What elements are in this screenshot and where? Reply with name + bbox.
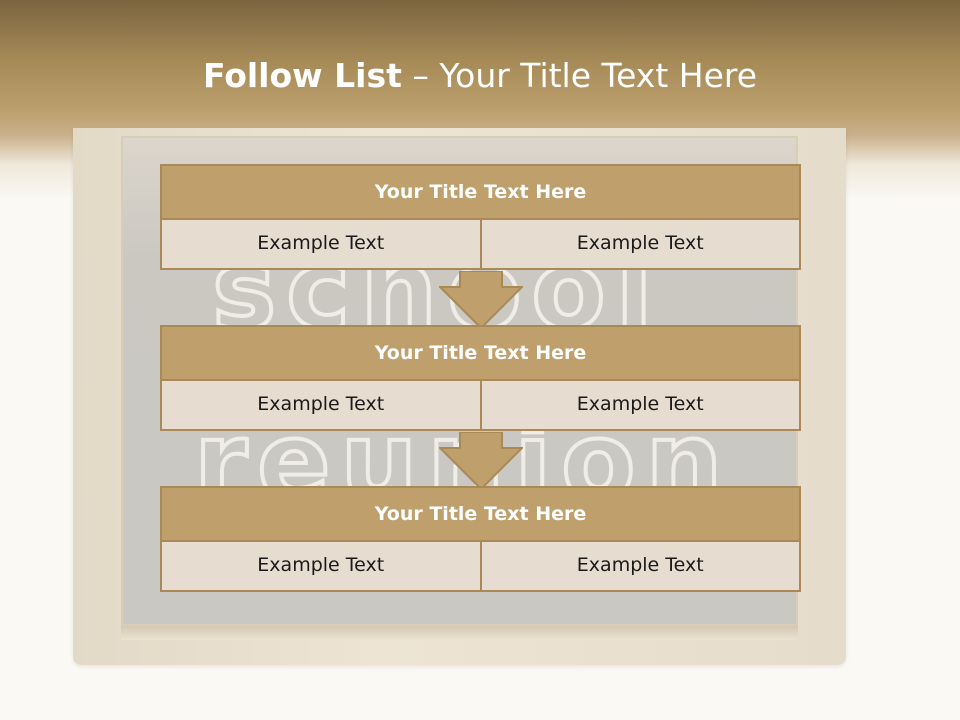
block-title: Your Title Text Here bbox=[160, 486, 801, 542]
block-row: Example Text Example Text bbox=[160, 220, 801, 270]
down-arrow-icon bbox=[439, 432, 523, 490]
block-cell-left: Example Text bbox=[160, 542, 482, 592]
slide-title-bold: Follow List bbox=[202, 56, 402, 95]
block-title: Your Title Text Here bbox=[160, 325, 801, 381]
list-block-1: Your Title Text Here Example Text Exampl… bbox=[160, 164, 801, 270]
block-row: Example Text Example Text bbox=[160, 542, 801, 592]
frame-bottom-bevel bbox=[121, 626, 798, 640]
block-cell-right: Example Text bbox=[481, 381, 801, 431]
block-title: Your Title Text Here bbox=[160, 164, 801, 220]
block-cell-left: Example Text bbox=[160, 381, 482, 431]
block-cell-right: Example Text bbox=[481, 542, 801, 592]
slide-title: Follow List – Your Title Text Here bbox=[0, 55, 960, 97]
block-cell-left: Example Text bbox=[160, 220, 482, 270]
block-cell-right: Example Text bbox=[481, 220, 801, 270]
list-block-2: Your Title Text Here Example Text Exampl… bbox=[160, 325, 801, 431]
down-arrow-icon bbox=[439, 271, 523, 329]
list-block-3: Your Title Text Here Example Text Exampl… bbox=[160, 486, 801, 592]
block-row: Example Text Example Text bbox=[160, 381, 801, 431]
slide-title-rest: – Your Title Text Here bbox=[401, 56, 758, 95]
